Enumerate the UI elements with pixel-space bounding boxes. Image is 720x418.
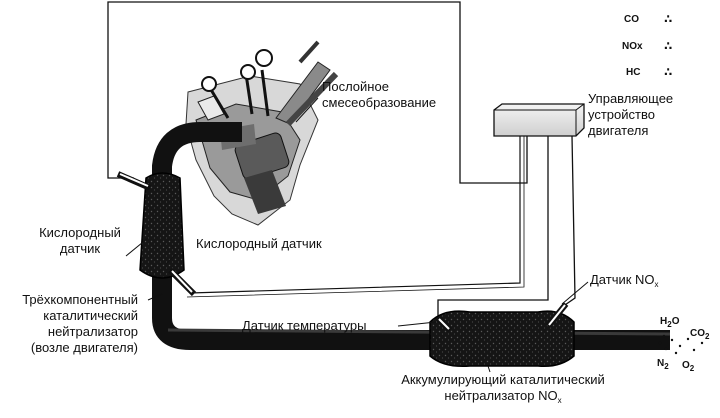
nox-sensor-label: Датчик NOx: [590, 272, 659, 289]
legend-nox-label: NOx: [622, 41, 643, 52]
three-way-line-4: (возле двигателя): [30, 340, 138, 355]
stratified-line-1: Послойное: [322, 79, 389, 94]
co2-sub: 2: [705, 332, 710, 341]
h2o-tail: O: [671, 316, 680, 327]
temperature-sensor-label: Датчик температуры: [242, 318, 367, 333]
engine-cutaway: [185, 40, 339, 226]
n2-sub: 2: [664, 362, 669, 371]
temperature-sensor: [435, 315, 453, 333]
legend-nox-symbol: ∴: [664, 39, 673, 53]
output-o2: O2: [682, 360, 695, 373]
stratified-line-2: смесеобразование: [322, 95, 437, 110]
output-co2: CO2: [690, 328, 710, 341]
three-way-line-1: Трёхкомпонентный: [22, 292, 138, 307]
storage-catalyst-label: Аккумулирующий каталитический нейтрализа…: [372, 372, 634, 405]
ecu-line-3: двигателя: [588, 123, 649, 138]
n2-main: N: [657, 358, 665, 369]
ecu-signal-wire: [107, 1, 576, 318]
nox-storage-catalyst: [429, 310, 575, 368]
output-h2o: H2O: [660, 316, 680, 329]
three-way-catalyst-label: Трёхкомпонентный каталитический нейтрали…: [2, 292, 138, 356]
legend-co-symbol: ∴: [664, 12, 673, 26]
co2-main: CO: [690, 328, 705, 339]
legend-co-label: CO: [624, 14, 639, 25]
nox-sensor-sub: x: [654, 280, 659, 289]
oxygen-left-line-1: Кислородный: [39, 225, 121, 240]
legend-hc-symbol: ∴: [664, 65, 673, 79]
h2o-main: H: [660, 316, 668, 327]
storage-line-1: Аккумулирующий каталитический: [401, 372, 605, 387]
output-n2: N2: [657, 358, 669, 371]
h2o-sub: 2: [667, 320, 672, 329]
three-way-line-3: нейтрализатор: [47, 324, 138, 339]
exhaust-pipe: [152, 122, 671, 350]
legend-hc-label: HC: [626, 67, 641, 78]
ecu-line-1: Управляющее: [588, 91, 674, 106]
nox-sensor: [545, 302, 569, 328]
storage-line-2-sub: x: [557, 396, 562, 405]
ecu-line-2: устройство: [588, 107, 655, 122]
oxygen-sensor-lower: [167, 267, 197, 297]
exhaust-particles: [658, 334, 704, 355]
three-way-line-2: каталитический: [43, 308, 138, 323]
o2-sub: 2: [689, 364, 695, 373]
o2-main: O: [682, 360, 690, 371]
oxygen-sensor-upper: [116, 171, 152, 191]
storage-line-2-text: нейтрализатор NO: [444, 388, 558, 403]
stratified-mixture-label: Послойное смесеобразование: [322, 79, 436, 111]
oxygen-sensor-upper-label: Кислородный датчик: [28, 225, 132, 257]
ecu-label: Управляющее устройство двигателя: [588, 91, 673, 139]
three-way-catalyst: [139, 172, 185, 279]
leader-lines: [125, 97, 589, 373]
nox-sensor-main: Датчик NO: [590, 272, 655, 287]
oxygen-left-line-2: датчик: [59, 241, 101, 256]
storage-line-2: нейтрализатор NOx: [372, 388, 634, 405]
engine-control-unit: [493, 103, 585, 137]
oxygen-sensor-lower-label: Кислородный датчик: [196, 236, 322, 251]
